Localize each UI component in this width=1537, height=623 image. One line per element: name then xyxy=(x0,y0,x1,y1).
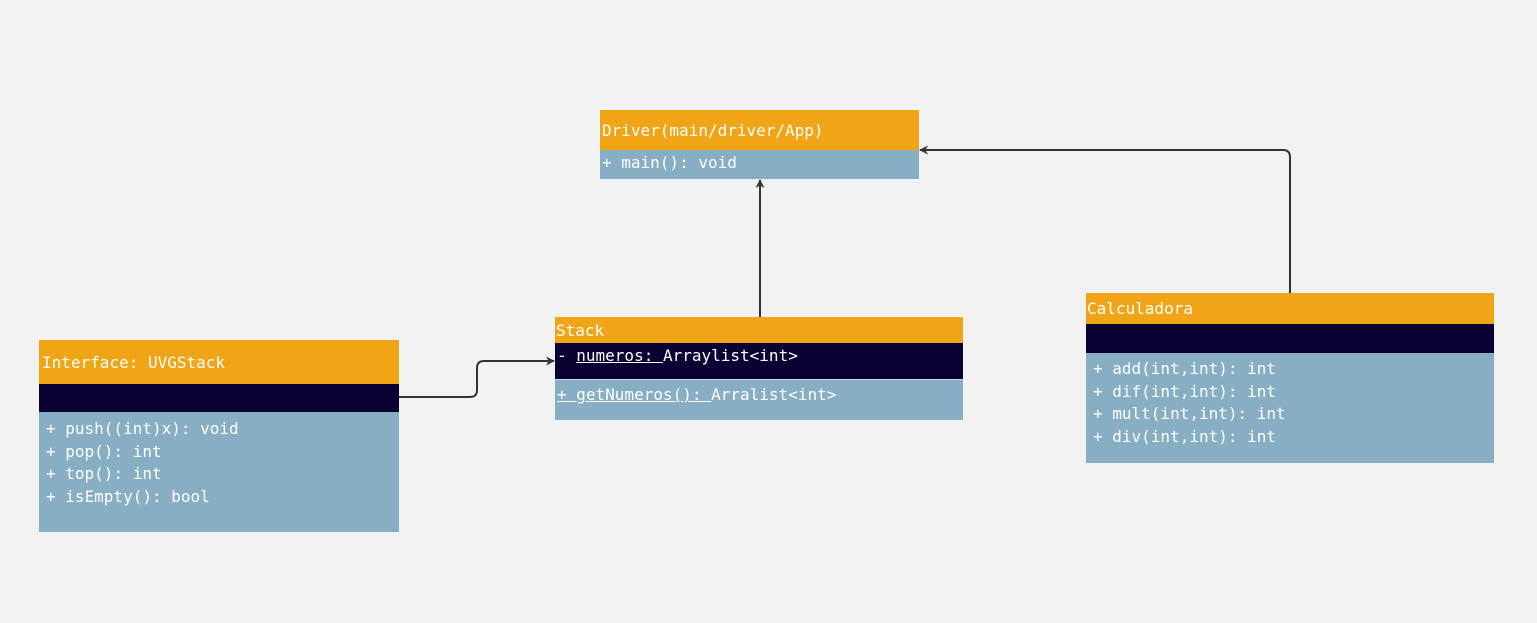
attribute-numeros-name: numeros: xyxy=(576,346,663,365)
class-calculadora-header: Calculadora xyxy=(1086,293,1494,324)
class-calculadora-name: Calculadora xyxy=(1087,299,1193,318)
class-stack-header: Stack xyxy=(555,317,963,343)
method-getnumeros-signature: + getNumeros(): xyxy=(557,385,712,404)
class-uvgstack-name: Interface: UVGStack xyxy=(42,352,226,372)
method-pop: + pop(): int xyxy=(46,441,162,461)
class-calculadora-methods: + add(int,int): int + dif(int,int): int … xyxy=(1086,353,1494,463)
class-uvgstack-attributes xyxy=(39,384,399,412)
method-getnumeros-return: Arralist<int> xyxy=(711,385,837,404)
method-dif: + dif(int,int): int xyxy=(1093,381,1277,401)
uvgstack-to-stack-arrow xyxy=(399,356,555,398)
method-push: + push((int)x): void xyxy=(46,419,239,438)
attribute-numeros-visibility: - xyxy=(557,346,577,365)
calculadora-to-driver-arrow xyxy=(919,145,1291,293)
class-uvgstack-methods: + push((int)x): void + pop(): int + top(… xyxy=(39,412,399,532)
method-div: + div(int,int): int xyxy=(1093,426,1277,446)
class-uvgstack[interactable]: Interface: UVGStack + push((int)x): void… xyxy=(39,340,399,532)
method-mult: + mult(int,int): int xyxy=(1093,404,1286,423)
class-stack-name: Stack xyxy=(556,320,605,340)
class-driver-methods: + main(): void xyxy=(600,150,919,179)
method-add: + add(int,int): int xyxy=(1093,359,1277,378)
class-driver-header: Driver(main/driver/App) xyxy=(600,110,919,150)
class-uvgstack-header: Interface: UVGStack xyxy=(39,340,399,384)
method-top: + top(): int xyxy=(46,464,162,483)
method-isempty: + isEmpty(): bool xyxy=(46,486,210,506)
class-stack[interactable]: Stack - numeros: Arraylist<int> + getNum… xyxy=(555,317,963,420)
attribute-numeros: - numeros: Arraylist<int> xyxy=(557,345,963,368)
class-stack-attributes: - numeros: Arraylist<int> xyxy=(555,343,963,379)
class-driver-name: Driver(main/driver/App) xyxy=(602,120,824,140)
class-calculadora[interactable]: Calculadora + add(int,int): int + dif(in… xyxy=(1086,293,1494,463)
method-main: + main(): void xyxy=(602,153,737,172)
class-calculadora-attributes xyxy=(1086,324,1494,353)
class-driver[interactable]: Driver(main/driver/App) + main(): void xyxy=(600,110,919,179)
attribute-numeros-type: Arraylist<int> xyxy=(662,346,798,365)
method-getnumeros: + getNumeros(): Arralist<int> xyxy=(557,384,963,407)
class-stack-methods: + getNumeros(): Arralist<int> xyxy=(555,379,963,420)
